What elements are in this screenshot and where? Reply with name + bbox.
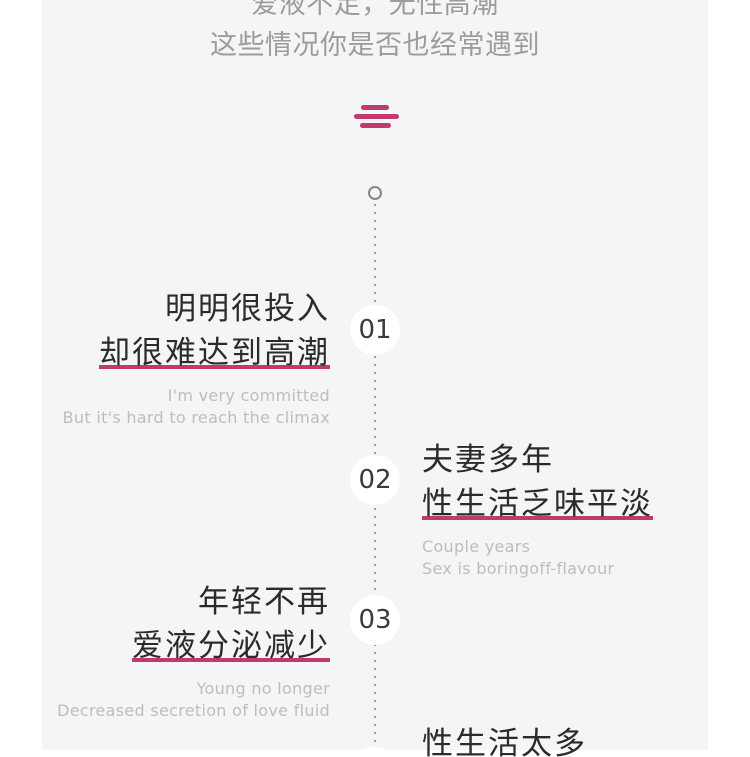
- step-number-badge-04-partial: [350, 747, 400, 757]
- step-4-title-line-1: 性生活太多: [422, 726, 587, 757]
- step-1-subtitle-line-1: I'm very committed: [167, 386, 330, 405]
- step-2-title-line-2: 性生活乏味平淡: [422, 482, 653, 526]
- step-block-2: 夫妻多年 性生活乏味平淡 Couple years Sex is boringo…: [422, 438, 653, 580]
- step-number-badge-03: 03: [350, 595, 400, 645]
- step-block-3: 年轻不再 爱液分泌减少 Young no longer Decreased se…: [57, 580, 330, 722]
- hollow-circle-icon: [368, 186, 382, 200]
- step-1-underlined-text: 却很难达到高潮: [99, 335, 330, 371]
- divider-bar-top: [361, 105, 389, 110]
- step-2-subtitle: Couple years Sex is boringoff-flavour: [422, 536, 653, 580]
- divider-bar-bottom: [360, 123, 391, 128]
- step-3-subtitle: Young no longer Decreased secretion of l…: [57, 678, 330, 722]
- page-heading: 爱液不足，无性高潮 这些情况你是否也经常遇到: [42, 0, 708, 66]
- step-number-badge-02: 02: [350, 455, 400, 505]
- heading-line-2: 这些情况你是否也经常遇到: [210, 30, 540, 61]
- heading-line-1: 爱液不足，无性高潮: [251, 0, 499, 20]
- step-1-title-line-2: 却很难达到高潮: [63, 331, 330, 375]
- step-block-4-partial: 性生活太多: [422, 722, 587, 757]
- step-3-title-line-1: 年轻不再: [198, 584, 330, 620]
- step-1-subtitle-line-2: But it's hard to reach the climax: [62, 408, 330, 427]
- step-2-subtitle-line-2: Sex is boringoff-flavour: [422, 559, 615, 578]
- step-block-1: 明明很投入 却很难达到高潮 I'm very committed But it'…: [63, 287, 330, 429]
- divider-bar-middle: [354, 114, 399, 119]
- step-3-subtitle-line-2: Decreased secretion of love fluid: [57, 701, 330, 720]
- step-1-subtitle: I'm very committed But it's hard to reac…: [63, 385, 330, 429]
- step-1-title-line-1: 明明很投入: [165, 291, 330, 327]
- step-2-subtitle-line-1: Couple years: [422, 537, 531, 556]
- step-2-title-line-1: 夫妻多年: [422, 442, 554, 478]
- step-2-underlined-text: 性生活乏味平淡: [422, 486, 653, 522]
- step-3-title-line-2: 爱液分泌减少: [57, 624, 330, 668]
- step-number-badge-01: 01: [350, 305, 400, 355]
- step-3-underlined-text: 爱液分泌减少: [132, 628, 330, 664]
- step-3-subtitle-line-1: Young no longer: [196, 679, 330, 698]
